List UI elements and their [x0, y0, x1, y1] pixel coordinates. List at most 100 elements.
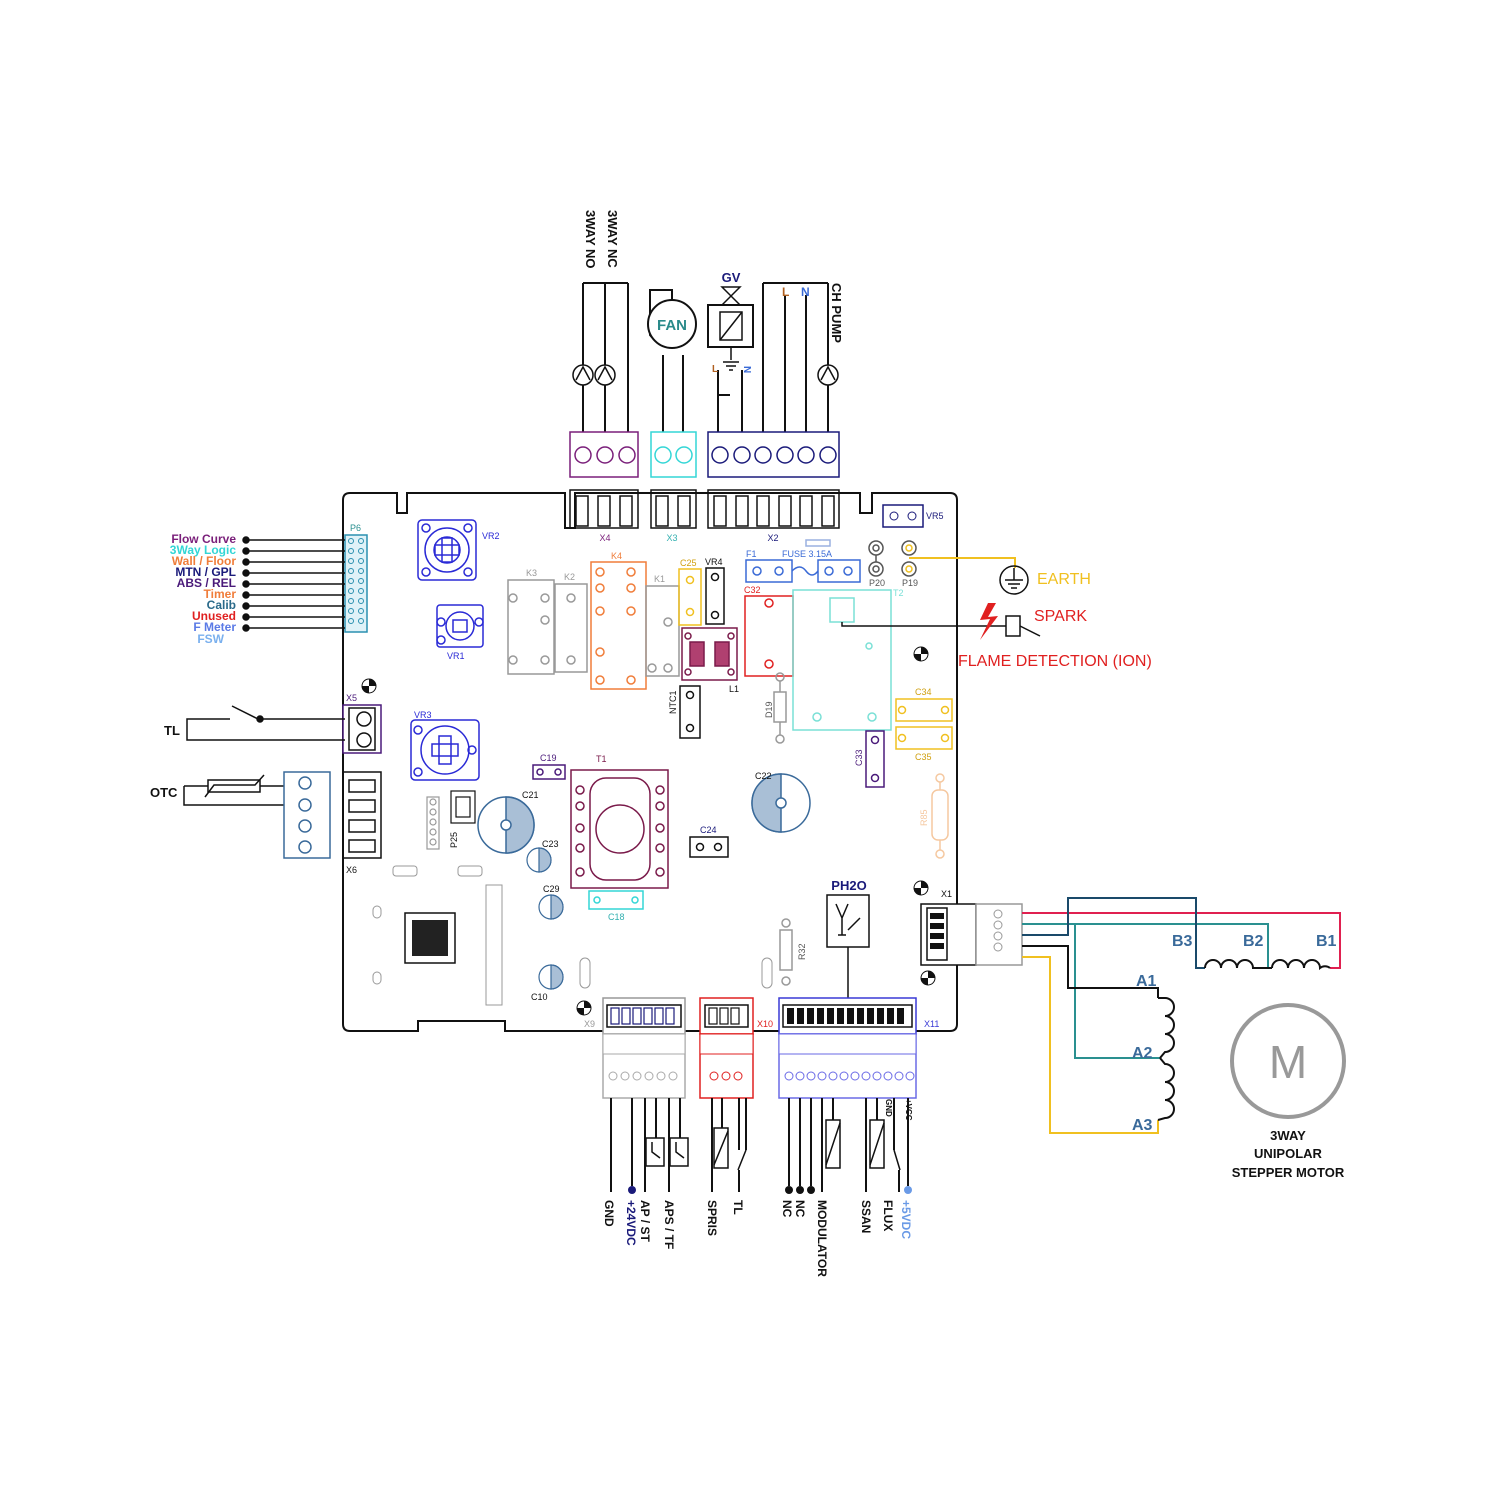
earth-icon — [999, 565, 1029, 595]
label-fan: FAN — [657, 317, 687, 334]
label-gv-l: L — [712, 364, 718, 375]
label-n: N — [801, 285, 810, 299]
otc-sensor-icon — [183, 774, 284, 806]
label-p19: P19 — [902, 578, 918, 588]
label-b1: B1 — [1316, 933, 1337, 950]
label-k3: K3 — [526, 568, 537, 578]
top-wiring — [582, 282, 829, 455]
label-flux: FLUX — [881, 1200, 895, 1231]
relay-k1 — [645, 585, 680, 677]
label-ch-pump: CH PUMP — [829, 283, 844, 343]
relay-k3 — [507, 579, 555, 675]
p6-label-timer: Timer — [204, 587, 237, 601]
label-b3: B3 — [1172, 933, 1193, 950]
p6-label-calib: Calib — [207, 598, 236, 612]
label-p20: P20 — [869, 578, 885, 588]
label-3way-nc: 3WAY NC — [605, 210, 620, 268]
trimmer-vr2 — [417, 519, 477, 581]
capacitor-c21 — [477, 796, 535, 854]
label-c23: C23 — [542, 839, 559, 849]
header-x4 — [569, 489, 639, 529]
capacitor-c24 — [689, 836, 729, 858]
label-a2: A2 — [1132, 1045, 1153, 1062]
terminal-dots — [628, 1186, 912, 1194]
label-t2: T2 — [893, 588, 904, 598]
label-c22: C22 — [755, 771, 772, 781]
diode-d19 — [773, 672, 787, 744]
coil-a-icon — [1157, 997, 1175, 1121]
misc-pads — [372, 865, 773, 1006]
pcb-outline — [342, 492, 958, 1032]
header-x10: X10 — [699, 997, 773, 1099]
label-spark: SPARK — [1034, 608, 1087, 625]
label-vr1: VR1 — [447, 651, 465, 661]
capacitor-c23 — [526, 847, 552, 873]
header-p25 — [426, 790, 476, 850]
bottom-wiring — [610, 1098, 909, 1192]
p6-label-fsw: FSW — [197, 632, 224, 646]
label-c32: C32 — [744, 585, 761, 595]
label-k4: K4 — [611, 551, 622, 561]
motor-title-1: 3WAY — [1270, 1128, 1306, 1143]
label-x2: X2 — [767, 533, 778, 543]
header-p6: P6 — [344, 523, 368, 633]
label-gnd: GND — [602, 1200, 616, 1227]
capacitor-c25 — [678, 568, 702, 626]
capacitor-c10 — [538, 964, 564, 990]
label-k1: K1 — [654, 574, 665, 584]
p6-label-unused: Unused — [192, 609, 236, 623]
label-3way-no: 3WAY NO — [583, 210, 598, 269]
label-r32: R32 — [797, 943, 807, 960]
terminal-block-otc — [283, 771, 331, 859]
label-motor-m: M — [1269, 1036, 1307, 1088]
motor-title-3: STEPPER MOTOR — [1232, 1165, 1345, 1180]
spark-wire — [841, 622, 1007, 627]
trimmer-vr4 — [705, 567, 725, 625]
label-x6: X6 — [346, 865, 357, 875]
label-x11: X11 — [924, 1019, 939, 1029]
label-fuse: FUSE 3.15A — [782, 549, 832, 559]
label-t1: T1 — [596, 754, 607, 764]
transformer-t1 — [570, 769, 669, 889]
fuse-f1 — [745, 539, 861, 583]
earth-wire — [909, 557, 1016, 568]
terminal-block-x3 — [650, 431, 697, 478]
label-a1: A1 — [1136, 973, 1157, 990]
p6-label-f-meter: F Meter — [193, 620, 236, 634]
label-24vdc: +24VDC — [624, 1200, 638, 1246]
switch-icon — [645, 1119, 901, 1171]
trimmer-vr3 — [410, 719, 480, 781]
label-spris: SPRIS — [705, 1200, 719, 1236]
label-x5: X5 — [346, 693, 357, 703]
label-c35: C35 — [915, 752, 932, 762]
capacitor-c22 — [751, 773, 811, 833]
pump-icon — [572, 364, 839, 386]
label-vr5: VR5 — [926, 511, 944, 521]
resistor-r85 — [931, 773, 949, 859]
relay-k2 — [554, 583, 588, 673]
label-k2: K2 — [564, 572, 575, 582]
label-x10: X10 — [757, 1019, 773, 1029]
p6-label-wall-floor: Wall / Floor — [172, 554, 237, 568]
inductor-l1 — [681, 627, 738, 681]
label-c33: C33 — [854, 749, 864, 766]
microcontroller-chip — [404, 912, 456, 964]
label-c29: C29 — [543, 884, 560, 894]
label-c19: C19 — [540, 753, 557, 763]
p6-jumper-lines — [242, 536, 345, 632]
motor-title-2: UNIPOLAR — [1254, 1146, 1323, 1161]
p6-label-3way-logic: 3Way Logic — [170, 543, 237, 557]
coil-b-icon — [1204, 959, 1331, 971]
label-a3: A3 — [1132, 1117, 1153, 1134]
label-f1: F1 — [746, 549, 757, 559]
label-nc-1: NC — [780, 1200, 794, 1218]
label-ssan: SSAN — [859, 1200, 873, 1233]
label-c18: C18 — [608, 912, 625, 922]
trimmer-vr5: VR5 — [882, 504, 944, 528]
header-x3 — [650, 489, 697, 529]
label-gnd-small: GND — [884, 1099, 893, 1117]
terminal-block-x4 — [569, 431, 639, 478]
label-nc-2: NC — [793, 1200, 807, 1218]
connector-p19 — [901, 540, 917, 577]
